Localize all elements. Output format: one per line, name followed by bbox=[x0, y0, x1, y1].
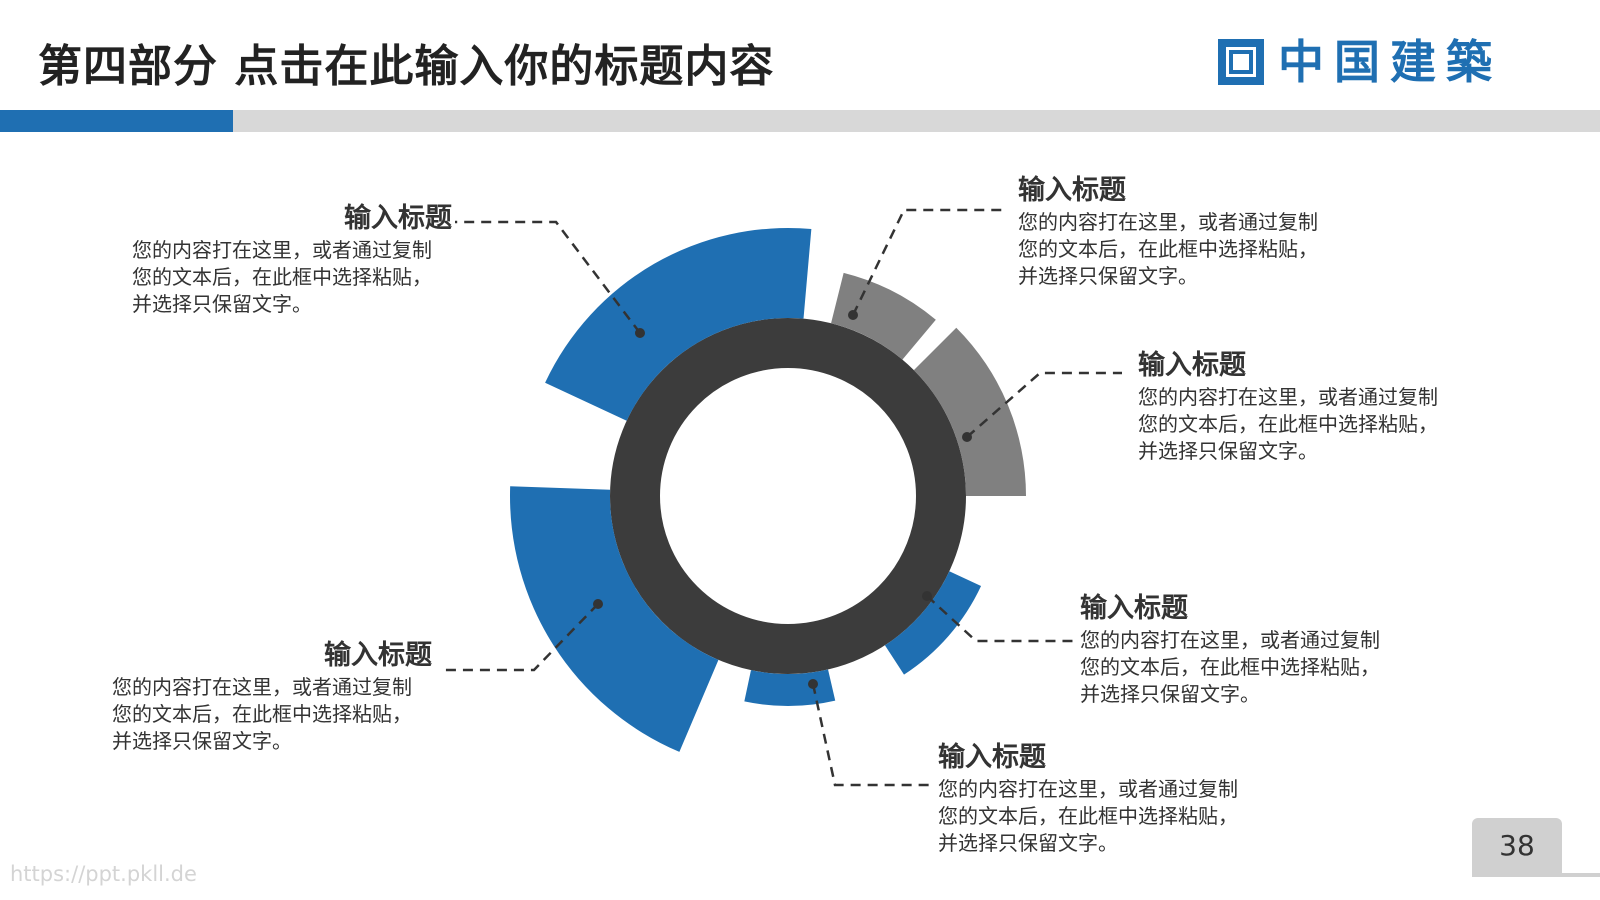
ring-segment-top-left[interactable] bbox=[545, 227, 812, 421]
callout-top-right: 输入标题 您的内容打在这里，或者通过复制您的文本后，在此框中选择粘贴，并选择只保… bbox=[1018, 175, 1338, 290]
leader-dot-bottom bbox=[808, 679, 818, 689]
leader-line-top-left bbox=[455, 220, 641, 334]
logo-text: 中国建築 bbox=[1278, 35, 1502, 89]
ring-base bbox=[610, 318, 966, 674]
header-divider-bar bbox=[0, 110, 1600, 132]
callout-body: 您的内容打在这里，或者通过复制您的文本后，在此框中选择粘贴，并选择只保留文字。 bbox=[132, 238, 432, 316]
leader-dot-top-right bbox=[848, 310, 858, 320]
callout-title: 输入标题 bbox=[324, 640, 432, 671]
logo-mark-icon bbox=[1218, 39, 1264, 85]
callout-body: 您的内容打在这里，或者通过复制您的文本后，在此框中选择粘贴，并选择只保留文字。 bbox=[1080, 628, 1380, 706]
callout-lower-right: 输入标题 您的内容打在这里，或者通过复制您的文本后，在此框中选择粘贴，并选择只保… bbox=[1080, 593, 1400, 708]
callout-body: 您的内容打在这里，或者通过复制您的文本后，在此框中选择粘贴，并选择只保留文字。 bbox=[938, 777, 1238, 855]
company-logo: 中国建築 bbox=[1218, 38, 1502, 86]
callout-left: 输入标题 您的内容打在这里，或者通过复制您的文本后，在此框中选择粘贴，并选择只保… bbox=[112, 640, 432, 755]
callout-title: 输入标题 bbox=[938, 742, 1046, 773]
watermark-text: https://ppt.pkll.de bbox=[10, 862, 197, 886]
leader-dot-lower-right bbox=[922, 591, 932, 601]
callout-top-left: 输入标题 您的内容打在这里，或者通过复制您的文本后，在此框中选择粘贴，并选择只保… bbox=[132, 203, 452, 318]
ring-segment-top-right[interactable] bbox=[831, 272, 936, 360]
ring-segment-right[interactable] bbox=[913, 327, 1026, 496]
leader-line-lower-right bbox=[926, 595, 1074, 643]
leader-line-bottom bbox=[811, 683, 932, 787]
callout-title: 输入标题 bbox=[1018, 175, 1126, 206]
ring-segment-lower-right[interactable] bbox=[884, 571, 982, 675]
page-title: 第四部分 点击在此输入你的标题内容 bbox=[38, 41, 775, 92]
callout-bottom: 输入标题 您的内容打在这里，或者通过复制您的文本后，在此框中选择粘贴，并选择只保… bbox=[938, 742, 1258, 857]
callout-body: 您的内容打在这里，或者通过复制您的文本后，在此框中选择粘贴，并选择只保留文字。 bbox=[1018, 210, 1318, 288]
ring-segment-left[interactable] bbox=[509, 486, 719, 752]
leader-dot-top-left bbox=[635, 328, 645, 338]
callout-title: 输入标题 bbox=[1138, 350, 1246, 381]
callout-title: 输入标题 bbox=[344, 203, 452, 234]
ring-segment-bottom[interactable] bbox=[744, 669, 836, 707]
callout-body: 您的内容打在这里，或者通过复制您的文本后，在此框中选择粘贴，并选择只保留文字。 bbox=[1138, 385, 1438, 463]
page-number: 38 bbox=[1472, 818, 1562, 873]
page-number-underline bbox=[1472, 873, 1600, 877]
leader-dot-right bbox=[962, 432, 972, 442]
leader-dot-left bbox=[593, 599, 603, 609]
callout-body: 您的内容打在这里，或者通过复制您的文本后，在此框中选择粘贴，并选择只保留文字。 bbox=[112, 675, 412, 753]
leader-line-top-right bbox=[851, 208, 1002, 316]
leader-line-left bbox=[444, 603, 599, 672]
callout-title: 输入标题 bbox=[1080, 593, 1188, 624]
header-divider-accent bbox=[0, 110, 233, 132]
callout-right: 输入标题 您的内容打在这里，或者通过复制您的文本后，在此框中选择粘贴，并选择只保… bbox=[1138, 350, 1458, 465]
